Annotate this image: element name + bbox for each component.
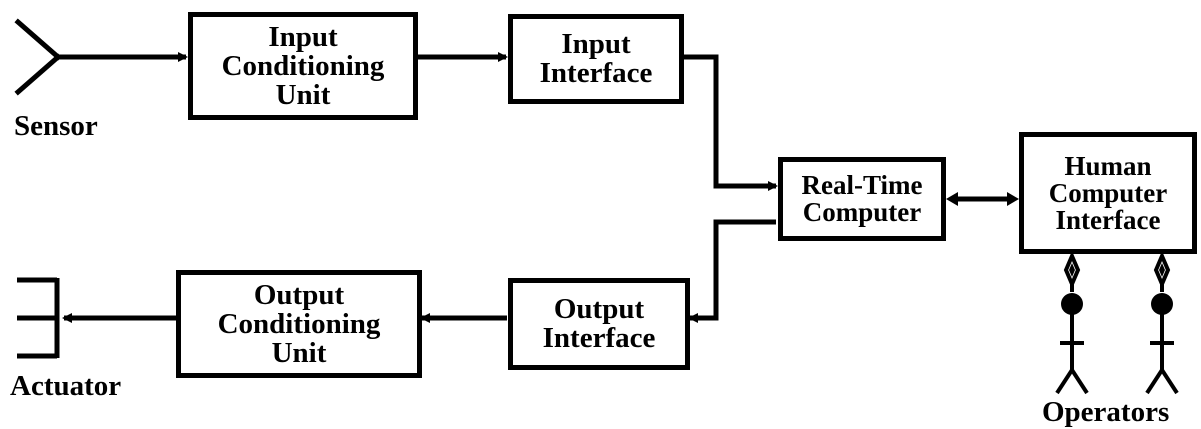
block-label-line: Output [253, 278, 345, 311]
operator-icon [1145, 250, 1179, 395]
block-label-line: Computer [802, 197, 922, 227]
actuator-icon [17, 277, 60, 359]
block-label-line: Computer [1048, 177, 1168, 208]
block-label-line: Input [268, 20, 338, 53]
block-label-line: Human [1064, 150, 1152, 181]
block-label-line: Unit [275, 78, 331, 111]
input-interface-block: Input Interface [508, 14, 684, 104]
block-label-line: Interface [542, 322, 656, 354]
arrow-computer-hci-bidirectional [946, 192, 1019, 206]
arrow-computer-to-output-interface [688, 219, 776, 323]
block-label-line: Interface [1055, 204, 1161, 235]
block-label-line: Unit [271, 336, 327, 369]
block-label-line: Conditioning [217, 307, 381, 340]
output-conditioning-unit-block: Output Conditioning Unit [176, 270, 422, 378]
block-label-line: Input [561, 28, 631, 60]
real-time-computer-block: Real-Time Computer [778, 157, 946, 241]
block-label-line: Output [553, 293, 645, 325]
output-interface-block: Output Interface [508, 278, 690, 370]
input-conditioning-unit-block: Input Conditioning Unit [188, 12, 418, 120]
block-label-line: Interface [539, 57, 653, 89]
arrow-input-interface-to-computer [684, 54, 778, 191]
operator-icon [1055, 250, 1089, 395]
sensor-label: Sensor [14, 110, 98, 142]
block-label-line: Conditioning [221, 49, 385, 82]
human-computer-interface-block: Human Computer Interface [1019, 132, 1197, 254]
block-label-line: Real-Time [801, 170, 923, 200]
operators-label: Operators [1042, 396, 1170, 428]
actuator-label: Actuator [10, 370, 122, 402]
sensor-icon [14, 18, 62, 96]
